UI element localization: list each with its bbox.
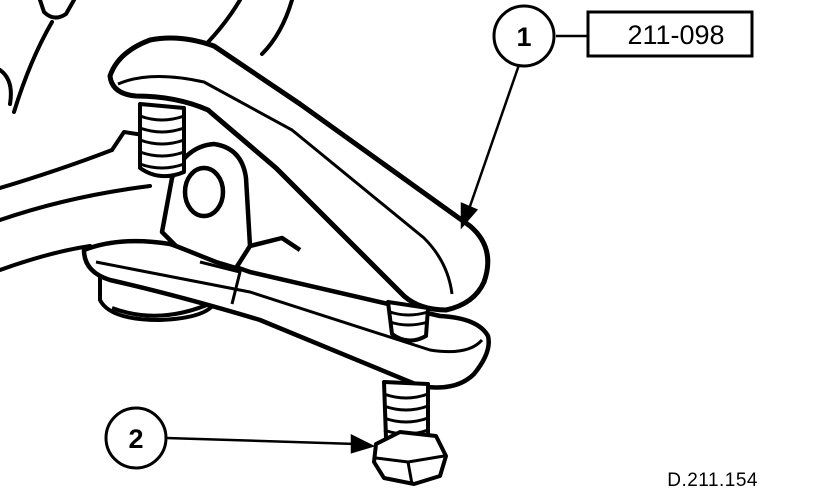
tool-upper-lever	[107, 35, 491, 313]
suspension-arm-linework	[0, 0, 294, 272]
callout-1-number: 1	[516, 22, 531, 52]
lower-bolt	[372, 380, 448, 486]
pivot-pin	[182, 165, 226, 219]
callout-1: 1	[492, 4, 556, 68]
callout-2: 2	[104, 406, 168, 470]
callout-2-leader	[165, 433, 376, 454]
callout-2-number: 2	[128, 424, 143, 454]
tool-adjusting-screw	[386, 300, 430, 343]
bolt-hex-head	[372, 430, 448, 486]
figure-reference-code: D.211.154	[667, 470, 758, 491]
callout-1-leader	[460, 34, 588, 230]
upper-forcing-screw	[138, 102, 186, 179]
tool-part-number-box: 211-098	[586, 10, 754, 58]
tool-lower-jaw	[81, 238, 491, 390]
tool-part-number: 211-098	[627, 20, 724, 50]
